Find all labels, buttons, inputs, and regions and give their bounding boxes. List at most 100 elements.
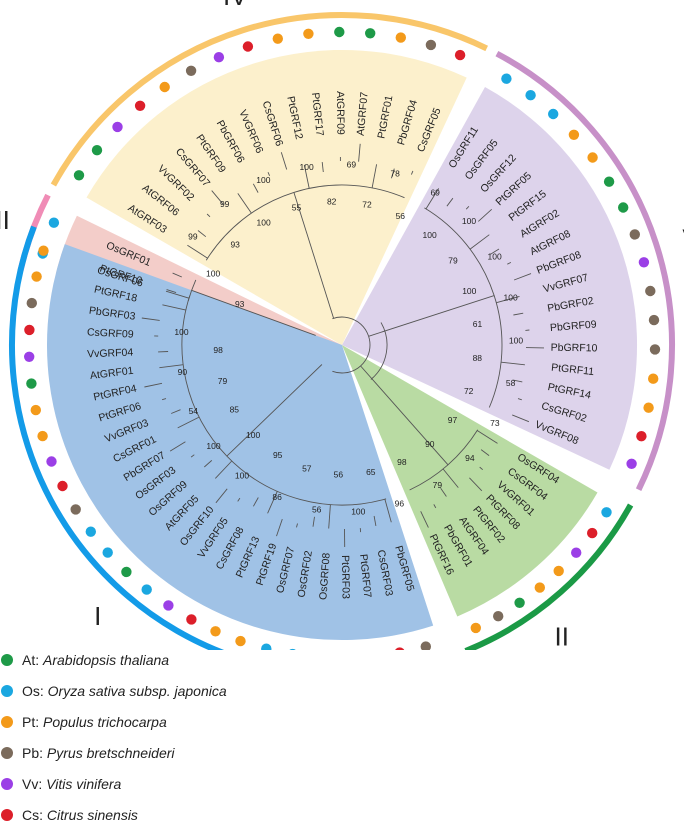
species-dot-icon [365, 28, 376, 39]
legend-code: Pt [22, 714, 36, 730]
leaf-branch [479, 466, 483, 471]
species-dot-icon [493, 611, 504, 622]
species-dot-icon [649, 344, 661, 355]
leaf-branch [141, 317, 160, 321]
clade-sector-V [342, 87, 638, 470]
legend-species-name: Pyrus bretschneideri [46, 745, 175, 761]
bootstrap-label: 58 [506, 378, 516, 388]
tree-branches [141, 143, 545, 548]
species-dot-icon [501, 73, 512, 84]
leaf-label: PbGRF09 [550, 318, 598, 334]
bootstrap-label: 98 [397, 457, 407, 467]
species-dot-icon [636, 431, 647, 442]
legend-dot-icon [1, 654, 13, 666]
leaf-branch [328, 504, 331, 529]
species-dot-icon [31, 271, 42, 282]
species-dot-icon [48, 217, 60, 228]
root-arc [332, 316, 371, 374]
species-dot-icon [548, 108, 559, 120]
leaf-branch [162, 304, 186, 311]
species-dot-icon [534, 582, 545, 593]
leaf-branch [169, 441, 186, 452]
leaf-label: PtGRF11 [551, 361, 595, 378]
species-dot-icon [112, 121, 123, 133]
species-dot-icon [24, 324, 35, 336]
bootstrap-label: 55 [292, 203, 302, 213]
leaf-branch [237, 497, 241, 502]
bootstrap-label: 94 [465, 453, 475, 463]
leaf-branch [253, 497, 259, 507]
species-dot-icon [525, 90, 536, 101]
clade-label: II [554, 622, 568, 651]
bootstrap-label: 100 [423, 230, 437, 240]
species-dot-icon [618, 202, 629, 213]
species-dot-icon [648, 373, 659, 384]
clade-label: I [94, 601, 101, 631]
species-dot-icon [185, 65, 197, 77]
leaf-branch [187, 244, 208, 259]
clade-sectors [46, 49, 638, 641]
leaf-branch [197, 230, 207, 238]
leaf-branch [204, 460, 213, 468]
clade-label: III [0, 205, 10, 235]
legend-code: Cs [22, 807, 40, 823]
leaf-branch [513, 273, 532, 281]
species-dot-icon [553, 565, 564, 577]
leaf-branch [442, 468, 459, 488]
leaf-branch [144, 382, 163, 388]
species-dot-icon [210, 626, 221, 637]
bootstrap-label: 88 [473, 353, 483, 363]
leaf-branch [214, 460, 233, 479]
clade-label: IV [223, 0, 248, 11]
legend-item-pt: Pt: Populus trichocarpa [0, 710, 167, 734]
bootstrap-label: 82 [327, 197, 337, 207]
leaf-label: PbGRF10 [551, 342, 598, 355]
legend-species-name: Citrus sinensis [46, 807, 138, 823]
leaf-branch [410, 170, 414, 175]
bootstrap-label: 100 [256, 175, 270, 185]
species-dot-icon [454, 49, 466, 61]
species-dot-icon [134, 100, 146, 112]
species-dot-icon [420, 641, 431, 650]
leaf-branch [501, 361, 525, 366]
leaf-branch [215, 488, 228, 504]
species-dot-icon [85, 526, 97, 537]
species-dot-icon [334, 26, 345, 38]
clade-stem [191, 289, 316, 336]
bootstrap-label: 56 [312, 504, 322, 514]
leaf-branch [303, 164, 310, 189]
clade-arc-V [495, 50, 676, 492]
leaf-branch [177, 416, 200, 429]
leaf-branch [507, 261, 512, 265]
clade-branch-arc [205, 184, 405, 261]
bootstrap-label: 86 [272, 492, 282, 502]
leaf-branch [440, 488, 447, 497]
bootstrap-label: 54 [189, 406, 199, 416]
legend-dot-icon [1, 809, 13, 821]
bootstrap-label: 100 [257, 217, 271, 227]
bootstrap-label: 100 [462, 286, 476, 296]
species-dot-icon [425, 39, 437, 51]
species-dot-icon [272, 33, 283, 44]
legend-dot-icon [1, 716, 13, 728]
leaf-label: VvGRF04 [87, 347, 134, 361]
bootstrap-label: 100 [504, 292, 518, 302]
phylogenetic-tree: 9310099939910010055100826972785669100100… [0, 0, 684, 650]
species-dot-icon [303, 28, 314, 39]
legend-species-name: Arabidopsis thaliana [43, 652, 170, 668]
leaf-branch [296, 523, 298, 528]
bootstrap-label: 100 [206, 441, 220, 451]
leaf-branch [190, 454, 195, 458]
legend-item-vv: Vv: Vitis vinifera [0, 772, 121, 796]
leaf-branch [513, 312, 524, 316]
leaf-branch [312, 516, 315, 527]
leaf-label: AtGRF07 [355, 91, 371, 136]
bootstrap-label: 100 [235, 471, 249, 481]
species-dot-icon [24, 351, 35, 362]
leaf-branch [171, 409, 181, 414]
leaf-branch [512, 379, 523, 383]
species-dot-icon [603, 176, 615, 187]
leaf-branch [465, 205, 470, 210]
bootstrap-values: 9310099939910010055100826972785669100100… [174, 159, 523, 516]
species-dot-icon [571, 547, 582, 558]
